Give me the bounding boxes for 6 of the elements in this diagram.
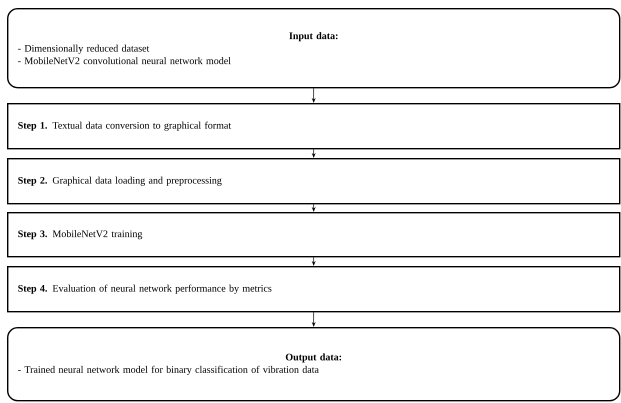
input-box: Input data: - Dimensionally reduced dataset - MobileNetV2 convolutional neural network model <box>7 8 620 88</box>
step-box: Step 1. Textual data conversion to graphical format <box>7 103 620 150</box>
step-box: Step 2. Graphical data loading and preprocessing <box>7 158 620 204</box>
step-box: Step 4. Evaluation of neural network performance by metrics <box>7 266 620 312</box>
step-box: Step 3. MobileNetV2 training <box>7 212 620 258</box>
output-box: Output data: - Trained neural network model for binary classification of vibration data <box>7 327 620 402</box>
